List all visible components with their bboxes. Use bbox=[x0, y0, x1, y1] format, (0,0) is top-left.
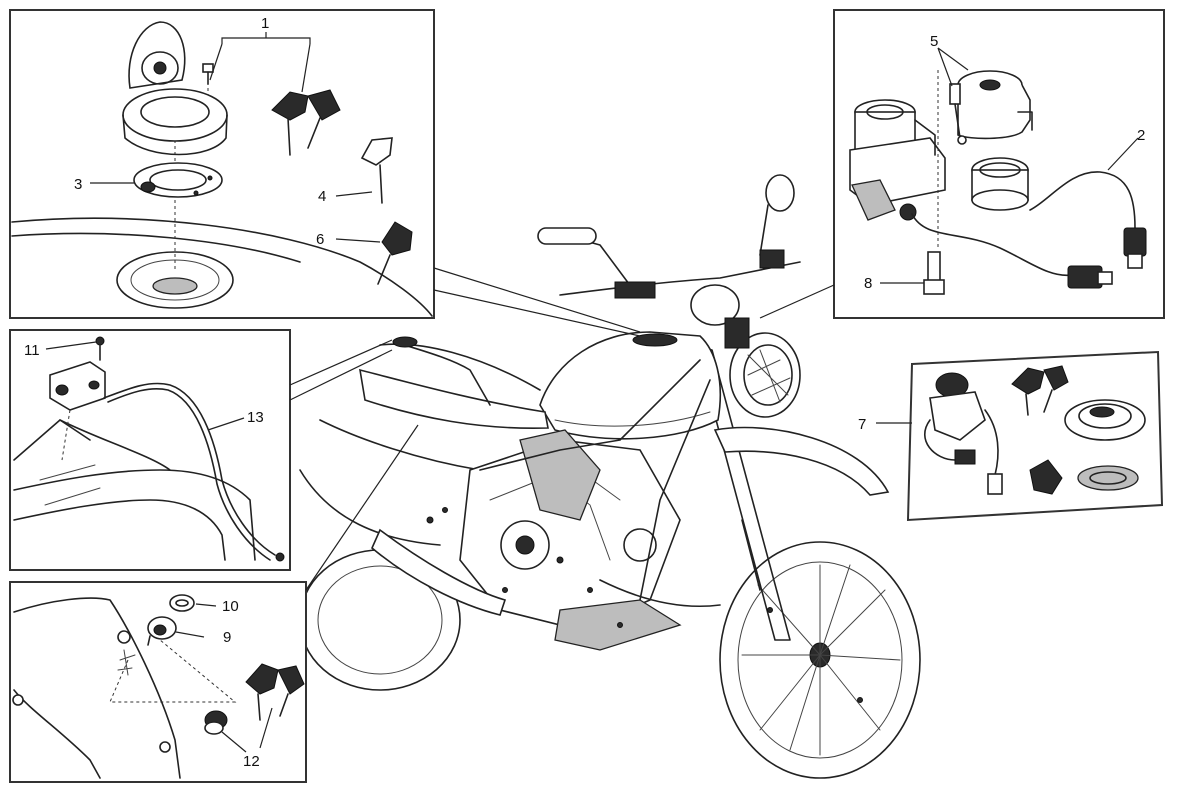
lock-ring-icon bbox=[971, 157, 1029, 211]
key-pair-icon bbox=[245, 663, 305, 721]
callout-7: 7 bbox=[858, 416, 866, 433]
callout-1: 1 bbox=[261, 15, 269, 32]
gasket-icon bbox=[133, 162, 223, 198]
screw-icon bbox=[949, 83, 967, 145]
blank-key-icon bbox=[377, 221, 413, 285]
ignition-switch-icon bbox=[849, 99, 946, 221]
nut-icon bbox=[169, 594, 195, 612]
connector-icon bbox=[1067, 227, 1147, 289]
key-pair-icon bbox=[271, 89, 341, 156]
callout-6: 6 bbox=[316, 231, 324, 248]
callout-12: 12 bbox=[243, 753, 260, 770]
bolt-icon bbox=[923, 251, 945, 295]
callout-13: 13 bbox=[247, 409, 264, 426]
lock-kit-icon bbox=[924, 365, 1146, 495]
callout-10: 10 bbox=[222, 598, 239, 615]
lock-cylinder-icon bbox=[147, 616, 177, 646]
screw-icon bbox=[95, 336, 105, 361]
lock-kit-panel: 7 bbox=[858, 350, 1164, 522]
switch-cover-icon bbox=[957, 70, 1033, 140]
key-icon bbox=[360, 137, 393, 204]
callout-4: 4 bbox=[318, 188, 326, 205]
callout-8: 8 bbox=[864, 275, 872, 292]
lock-plug-icon bbox=[204, 710, 228, 735]
callout-5: 5 bbox=[930, 33, 938, 50]
seat-lock-panel: 11 13 bbox=[9, 329, 393, 571]
callout-2: 2 bbox=[1137, 127, 1145, 144]
ignition-switch-panel: 5 2 8 bbox=[759, 9, 1165, 319]
fuel-cap-icon bbox=[122, 21, 228, 156]
seat-lock-icon bbox=[49, 361, 106, 411]
fuel-cap-panel: 1 3 4 6 bbox=[9, 9, 641, 337]
screw-icon bbox=[202, 63, 214, 85]
motorcycle-illustration bbox=[299, 174, 921, 779]
callout-9: 9 bbox=[223, 629, 231, 646]
callout-11: 11 bbox=[24, 342, 40, 359]
callout-3: 3 bbox=[74, 176, 82, 193]
lock-cylinder-panel: 10 9 12 bbox=[9, 424, 419, 783]
